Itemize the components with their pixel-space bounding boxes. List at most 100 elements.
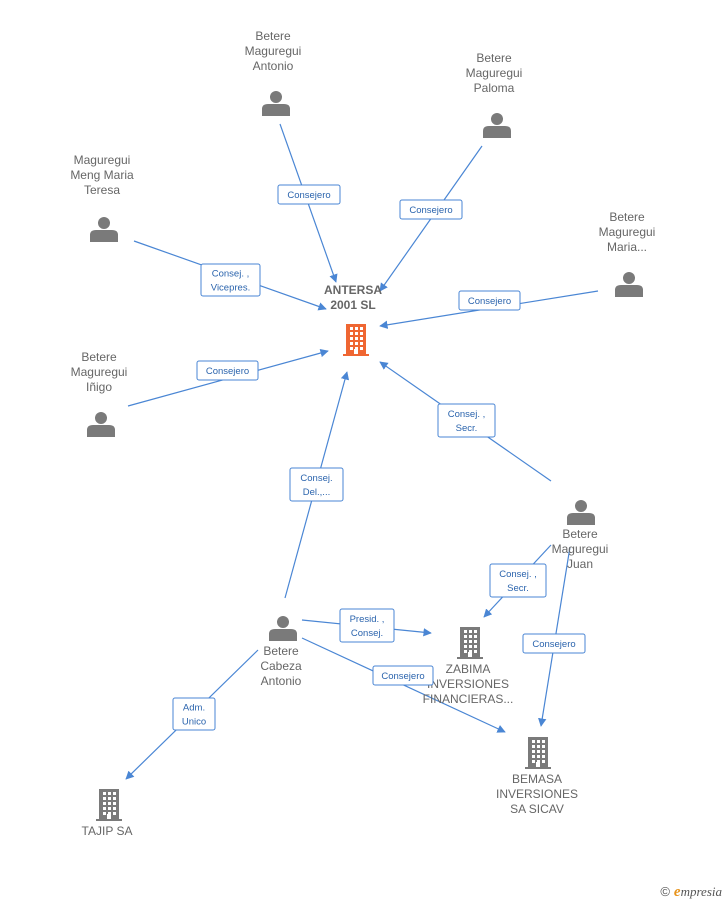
edge-label-box	[522, 633, 586, 654]
edge-label-text: Presid. ,	[350, 614, 385, 625]
person-icon	[567, 500, 595, 525]
node-label: Maguregui	[74, 153, 131, 167]
node-label: Maguregui	[466, 66, 523, 80]
brand-name: mpresia	[680, 884, 722, 899]
node-label: Betere	[255, 29, 291, 43]
node-label: Antonio	[253, 59, 294, 73]
node-label: INVERSIONES	[496, 787, 578, 801]
edge-label-box	[196, 360, 259, 381]
person-icon	[87, 412, 115, 437]
brand-watermark: ©empresia	[660, 884, 722, 901]
edge-label-box	[339, 608, 395, 643]
edge-label-box	[372, 665, 434, 686]
node-label: Betere	[562, 527, 598, 541]
edge-label-box	[289, 467, 344, 502]
node-label: Maria...	[607, 240, 647, 254]
edge-label-cabeza-tajip[interactable]: Adm. Unico	[172, 697, 216, 731]
node-label: Betere	[476, 51, 512, 65]
edge-label-antonio-antersa[interactable]: Consejero	[277, 184, 341, 205]
node-label: Maguregui	[552, 542, 609, 556]
node-label: Betere	[609, 210, 645, 224]
node-label: Maguregui	[71, 365, 128, 379]
node-label: Juan	[567, 557, 593, 571]
node-maria[interactable]: BetereMagureguiMaria...	[599, 210, 656, 297]
edge-label-text: Consej. ,	[499, 569, 537, 580]
node-label: BEMASA	[512, 772, 562, 786]
edge-label-text: Consejero	[381, 671, 424, 682]
building-icon	[457, 627, 483, 659]
edge-label-text: Adm.	[183, 703, 205, 714]
person-icon	[483, 113, 511, 138]
edge-label-text: Consejero	[532, 639, 575, 650]
edge-label-juan-antersa[interactable]: Consej. , Secr.	[437, 403, 496, 438]
edge-label-cabeza-bemasa[interactable]: Consejero	[372, 665, 434, 686]
edge-label-juan-zabima[interactable]: Consej. , Secr.	[489, 563, 547, 598]
highlighted-building-icon	[343, 324, 369, 356]
edge-label-box	[172, 697, 216, 731]
edge-label-text: Consejero	[206, 366, 249, 377]
edge-label-box	[399, 199, 463, 220]
edge-label-cabeza-zabima[interactable]: Presid. , Consej.	[339, 608, 395, 643]
edge-label-text: Consej.	[300, 473, 332, 484]
person-icon	[90, 217, 118, 242]
node-label: Iñigo	[86, 380, 112, 394]
brand-initial: e	[673, 884, 681, 900]
person-icon	[269, 616, 297, 641]
edge-label-box	[458, 290, 521, 311]
node-zabima[interactable]: ZABIMAINVERSIONESFINANCIERAS...	[423, 627, 514, 706]
node-label: Paloma	[474, 81, 515, 95]
node-label: Cabeza	[260, 659, 302, 673]
edge-label-text: Vicepres.	[211, 283, 250, 294]
node-label: SA SICAV	[510, 802, 564, 816]
node-label: FINANCIERAS...	[423, 692, 514, 706]
node-label: INVERSIONES	[427, 677, 509, 691]
person-icon	[262, 91, 290, 116]
edge-label-box	[437, 403, 496, 438]
edge-label-text: Del.,...	[303, 487, 330, 498]
edge-label-juan-bemasa[interactable]: Consejero	[522, 633, 586, 654]
edge-label-text: Secr.	[507, 583, 529, 594]
edge-label-paloma-antersa[interactable]: Consejero	[399, 199, 463, 220]
node-label: ZABIMA	[446, 662, 491, 676]
node-label: Teresa	[84, 183, 120, 197]
node-label: Maguregui	[599, 225, 656, 239]
node-label: 2001 SL	[330, 298, 375, 312]
edge-label-box	[489, 563, 547, 598]
node-label: Betere	[81, 350, 117, 364]
building-icon	[525, 737, 551, 769]
edge-label-box	[277, 184, 341, 205]
edge-label-text: Consej.	[351, 628, 383, 639]
edge-label-text: Consej. ,	[448, 409, 486, 420]
edge-label-cabeza-antersa[interactable]: Consej. Del.,...	[289, 467, 344, 502]
edge-label-maria-antersa[interactable]: Consejero	[458, 290, 521, 311]
person-icon	[615, 272, 643, 297]
edge-label-text: Consejero	[468, 296, 511, 307]
edges-layer	[125, 123, 599, 780]
edge-label-text: Unico	[182, 717, 206, 728]
edge-label-inigo-antersa[interactable]: Consejero	[196, 360, 259, 381]
node-label: Betere	[263, 644, 299, 658]
edge-label-text: Consejero	[409, 205, 452, 216]
edge-label-meng-antersa[interactable]: Consej. , Vicepres.	[200, 263, 261, 297]
node-label: TAJIP SA	[82, 824, 133, 838]
copyright-symbol: ©	[660, 884, 670, 899]
edge-label-text: Secr.	[456, 423, 478, 434]
node-label: Maguregui	[245, 44, 302, 58]
building-icon	[96, 789, 122, 821]
node-label: ANTERSA	[324, 283, 382, 297]
edge-label-text: Consej. ,	[212, 269, 250, 280]
node-label: Meng Maria	[70, 168, 134, 182]
node-tajip[interactable]: TAJIP SA	[82, 789, 133, 838]
edge-label-box	[200, 263, 261, 297]
